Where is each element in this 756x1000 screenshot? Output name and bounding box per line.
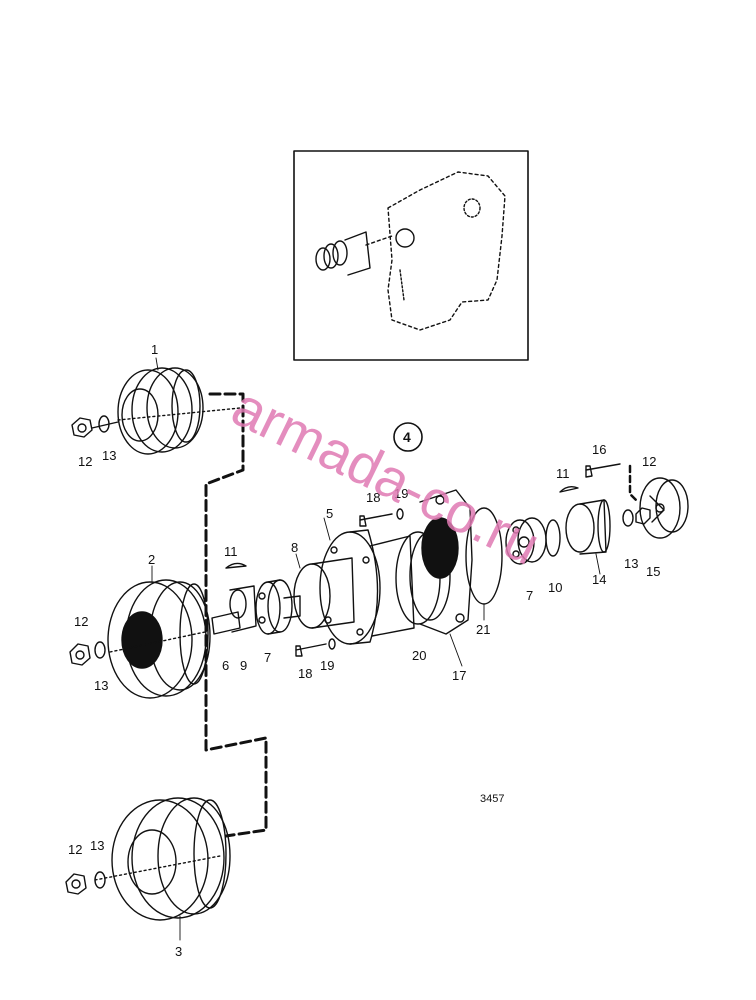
key-11-left	[225, 562, 247, 569]
callout-18b: 18	[298, 666, 312, 681]
bearing-7-left	[255, 579, 293, 635]
key-11-right	[559, 485, 579, 493]
group-marker-number: 4	[403, 429, 411, 445]
callout-21: 21	[476, 622, 490, 637]
callout-labels: 1 2 3 5 6 7 7 8 9 10 11 11 12 12 12 12 1…	[68, 342, 660, 959]
nut-washer-12-13	[622, 507, 651, 527]
bolt-16	[585, 463, 621, 478]
housing-body	[369, 535, 415, 637]
callout-20: 20	[412, 648, 426, 663]
callout-14: 14	[592, 572, 606, 587]
callout-6: 6	[222, 658, 229, 673]
callout-11b: 11	[556, 466, 570, 481]
callout-7b: 7	[526, 588, 533, 603]
callout-5: 5	[326, 506, 333, 521]
callout-12d: 12	[642, 454, 656, 469]
callout-1: 1	[151, 342, 158, 357]
callout-13c: 13	[90, 838, 104, 853]
screw-18-top	[359, 508, 404, 527]
callout-8: 8	[291, 540, 298, 555]
callout-16: 16	[592, 442, 606, 457]
callout-19b: 19	[320, 658, 334, 673]
callout-9: 9	[240, 658, 247, 673]
callout-2: 2	[148, 552, 155, 567]
group-marker-circle	[393, 422, 423, 452]
pulley-3	[94, 797, 231, 921]
callout-15: 15	[646, 564, 660, 579]
shaft-main	[283, 595, 301, 619]
callout-12b: 12	[74, 614, 88, 629]
circlip-10	[545, 519, 561, 557]
housing-8	[293, 557, 355, 629]
screw-18-bottom	[295, 638, 336, 657]
callout-13d: 13	[624, 556, 638, 571]
inset-location-view	[293, 150, 529, 361]
callout-19a: 19	[394, 486, 408, 501]
shaft-6	[211, 585, 257, 635]
coupling-15	[639, 477, 689, 539]
alt-part-bracket	[204, 392, 268, 838]
callout-18a: 18	[366, 490, 380, 505]
watermark: armada-co.ru	[223, 374, 550, 577]
callout-12c: 12	[68, 842, 82, 857]
nut-1	[71, 415, 119, 438]
nut-3	[65, 871, 106, 895]
callout-11a: 11	[224, 544, 238, 559]
cover-17	[419, 489, 473, 635]
hub-14	[565, 499, 611, 555]
callout-13b: 13	[94, 678, 108, 693]
callout-3: 3	[175, 944, 182, 959]
callout-10: 10	[548, 580, 562, 595]
callout-12a: 12	[78, 454, 92, 469]
alt-part-bracket-right	[628, 464, 638, 502]
pulley-1	[117, 367, 241, 455]
inset-pump-icon	[315, 231, 393, 276]
figure-number: 3457	[480, 793, 504, 805]
flange-5	[319, 529, 381, 645]
pulley-2	[107, 579, 211, 699]
callout-7a: 7	[264, 650, 271, 665]
nut-2	[69, 641, 106, 666]
callout-17: 17	[452, 668, 466, 683]
callout-13a: 13	[102, 448, 116, 463]
